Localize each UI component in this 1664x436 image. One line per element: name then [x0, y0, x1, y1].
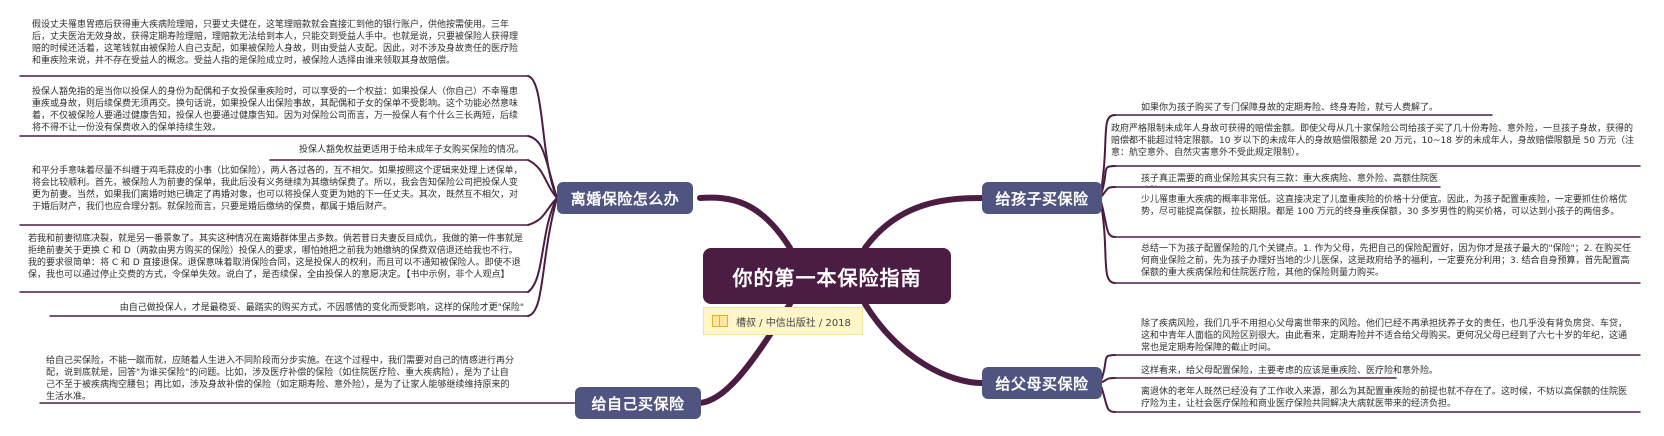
note-parents-types: 这样看来，给父母配置保险，主要考虑的应该是重疾险、医疗险和意外险。 — [1141, 366, 1439, 376]
source-text: 槽叔 / 中信出版社 / 2018 — [736, 317, 851, 329]
note-parents-risk: 除了疾病风险，我们几乎不用担心父母离世带来的风险。他们已经不再承担抚养子女的责任… — [1141, 319, 1628, 353]
branch-children[interactable]: 给孩子买保险 — [982, 182, 1102, 214]
branch-divorce[interactable]: 离婚保险怎么办 — [557, 182, 693, 214]
note-children-limits: 政府严格限制未成年人身故可获得的赔偿金额。即使父母从几十家保险公司给孩子买了几十… — [1111, 124, 1634, 158]
note-children-summary: 总结一下为孩子配置保险的几个关键点。1. 作为父母，先把自己的保险配置好，因为你… — [1141, 244, 1632, 278]
note-children-price: 少儿罹患重大疾病的概率非常低。这直接决定了儿童重疾险的价格十分便宜。因此，为孩子… — [1141, 195, 1628, 217]
note-children-life: 如果你为孩子购买了专门保障身故的定期寿险、终身寿险，就亏人费解了。 — [1141, 103, 1439, 113]
note-self-stages: 给自己买保险，不能一蹴而就，应随着人生进入不同阶段而分步实施。在这个过程中，我们… — [46, 356, 515, 401]
branch-parents[interactable]: 给父母买保险 — [982, 367, 1102, 399]
branch-self[interactable]: 给自己买保险 — [575, 387, 701, 419]
note-divorce-waiver: 投保人豁免指的是当你以投保人的身份为配偶和子女投保重疾险时，可以享受的一个权益：… — [32, 87, 519, 133]
book-icon — [712, 315, 728, 327]
note-divorce-conclusion: 由自己做投保人，才是最稳妥、最踏实的购买方式，不因感情的变化而受影响，这样的保险… — [119, 303, 524, 313]
note-divorce-waiver-minor: 投保人豁免权益更适用于给未成年子女购买保险的情况。 — [298, 145, 524, 155]
note-children-three: 孩子真正需要的商业保险其实只有三款：重大疾病险、意外险、高额住院医疗险。 — [1141, 174, 1439, 184]
note-divorce-hostile: 若我和前妻彻底决裂，就是另一番景象了。其实这种情况在离婚群体里占多数。倘若昔日夫… — [28, 234, 524, 280]
note-divorce-beneficiary: 假设丈夫罹患胃癌后获得重大疾病险理赔，只要丈夫健在，这笔理赔款就会直接汇到他的银… — [32, 20, 519, 66]
root-title[interactable]: 你的第一本保险指南 — [703, 248, 951, 304]
source-badge: 槽叔 / 中信出版社 / 2018 — [703, 307, 863, 335]
note-divorce-amicable: 和平分手意味着尽量不纠缠于鸡毛蒜皮的小事（比如保险），两人各过各的，互不相欠。如… — [32, 166, 523, 212]
note-parents-retired: 离退休的老年人既然已经没有了工作收入来源，那么为其配置重疾险的前提也就不存在了。… — [1141, 387, 1628, 409]
